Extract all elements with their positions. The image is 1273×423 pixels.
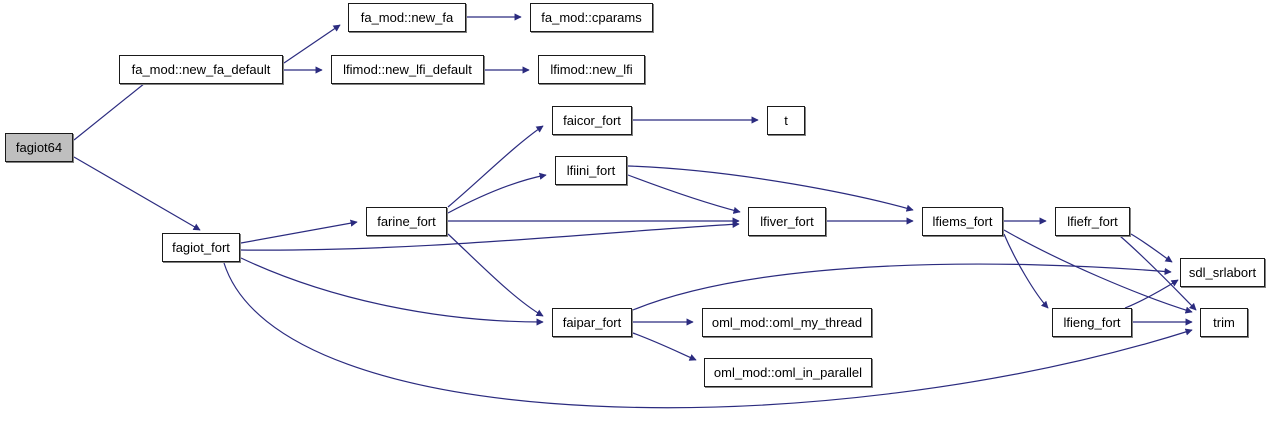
node-t[interactable]: t — [767, 106, 805, 135]
node-label-oml_in_parallel: oml_mod::oml_in_parallel — [713, 365, 863, 380]
edge-faipar_fort-to-sdl_srlabort — [632, 263, 1172, 311]
node-label-faicor_fort: faicor_fort — [563, 113, 621, 128]
node-lfimod_new_lfi[interactable]: lfimod::new_lfi — [538, 55, 645, 84]
node-label-farine_fort: farine_fort — [377, 214, 436, 229]
node-fagiot_fort[interactable]: fagiot_fort — [162, 233, 240, 262]
node-lfiini_fort[interactable]: lfiini_fort — [555, 156, 627, 185]
node-faicor_fort[interactable]: faicor_fort — [552, 106, 632, 135]
node-faipar_fort[interactable]: faipar_fort — [552, 308, 632, 337]
node-label-fa_mod_new_fa: fa_mod::new_fa — [360, 10, 454, 25]
node-lfiefr_fort[interactable]: lfiefr_fort — [1055, 207, 1130, 236]
edge-fagiot64-to-fa_mod_new_fa_default — [73, 74, 156, 141]
node-label-lfiems_fort: lfiems_fort — [932, 214, 993, 229]
node-label-fagiot64: fagiot64 — [15, 140, 63, 155]
node-fa_mod_cparams[interactable]: fa_mod::cparams — [530, 3, 653, 32]
node-label-oml_my_thread: oml_mod::oml_my_thread — [711, 315, 863, 330]
node-fa_mod_new_fa[interactable]: fa_mod::new_fa — [348, 3, 466, 32]
node-label-sdl_srlabort: sdl_srlabort — [1188, 265, 1257, 280]
node-label-fagiot_fort: fagiot_fort — [172, 240, 230, 255]
node-lfiems_fort[interactable]: lfiems_fort — [922, 207, 1003, 236]
edge-lfiini_fort-to-lfiver_fort — [627, 174, 741, 214]
node-fagiot64[interactable]: fagiot64 — [5, 133, 73, 162]
edge-fa_mod_new_fa_default-to-fa_mod_new_fa — [283, 24, 341, 64]
edge-fagiot_fort-to-lfiver_fort — [240, 220, 740, 251]
edge-lfiefr_fort-to-trim — [1119, 235, 1197, 311]
node-label-trim: trim — [1213, 315, 1235, 330]
edge-fagiot_fort-to-faipar_fort — [240, 257, 544, 326]
edge-lfiems_fort-to-lfieng_fort — [1003, 233, 1049, 309]
edge-lfiems_fort-to-trim — [1003, 229, 1193, 314]
edge-farine_fort-to-faipar_fort — [447, 233, 544, 317]
node-trim[interactable]: trim — [1200, 308, 1248, 337]
edge-fagiot_fort-to-farine_fort — [240, 219, 358, 244]
node-lfieng_fort[interactable]: lfieng_fort — [1052, 308, 1132, 337]
node-label-lfieng_fort: lfieng_fort — [1063, 315, 1121, 330]
node-oml_in_parallel[interactable]: oml_mod::oml_in_parallel — [704, 358, 872, 387]
node-label-fa_mod_new_fa_default: fa_mod::new_fa_default — [131, 62, 271, 77]
node-label-lfimod_new_lfi: lfimod::new_lfi — [550, 62, 633, 77]
edge-farine_fort-to-faicor_fort — [447, 125, 544, 208]
edge-faipar_fort-to-oml_in_parallel — [632, 332, 697, 361]
edge-fagiot_fort-to-trim — [223, 262, 1193, 409]
node-lfiver_fort[interactable]: lfiver_fort — [748, 207, 826, 236]
edge-lfiini_fort-to-lfiems_fort — [627, 165, 914, 212]
edge-farine_fort-to-lfiini_fort — [447, 172, 547, 214]
node-label-lfiefr_fort: lfiefr_fort — [1067, 214, 1118, 229]
node-label-fa_mod_cparams: fa_mod::cparams — [541, 10, 642, 25]
node-oml_my_thread[interactable]: oml_mod::oml_my_thread — [702, 308, 872, 337]
node-label-t: t — [784, 113, 788, 128]
node-label-faipar_fort: faipar_fort — [562, 315, 622, 330]
node-lfimod_new_lfi_default[interactable]: lfimod::new_lfi_default — [331, 55, 484, 84]
node-fa_mod_new_fa_default[interactable]: fa_mod::new_fa_default — [119, 55, 283, 84]
node-label-lfiini_fort: lfiini_fort — [566, 163, 616, 178]
edge-lfieng_fort-to-sdl_srlabort — [1124, 279, 1179, 309]
node-label-lfiver_fort: lfiver_fort — [760, 214, 814, 229]
edge-lfiefr_fort-to-sdl_srlabort — [1130, 233, 1173, 263]
node-label-lfimod_new_lfi_default: lfimod::new_lfi_default — [343, 62, 472, 77]
edge-fagiot64-to-fagiot_fort — [73, 156, 201, 231]
edge-paths — [73, 13, 1197, 409]
node-sdl_srlabort[interactable]: sdl_srlabort — [1180, 258, 1265, 287]
node-farine_fort[interactable]: farine_fort — [366, 207, 447, 236]
